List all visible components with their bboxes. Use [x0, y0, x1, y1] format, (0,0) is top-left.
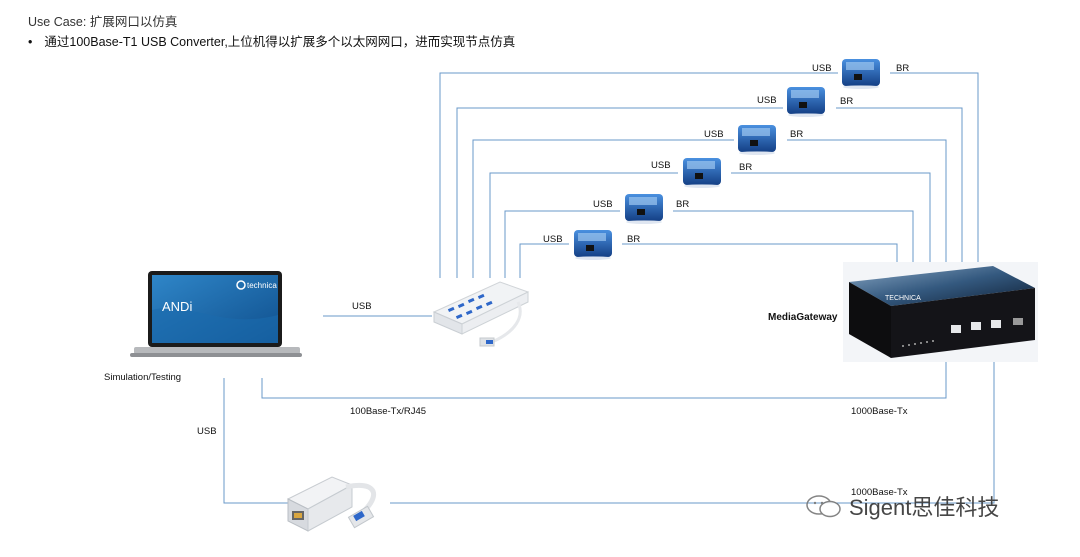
- gateway-1000-label: 1000Base-Tx: [851, 406, 908, 417]
- adapter-1000-label: 1000Base-Tx: [851, 487, 908, 498]
- line-usb-3: [472, 139, 734, 278]
- line-usb-6: [519, 243, 569, 278]
- br-label-4: BR: [739, 162, 753, 173]
- br-label-1: BR: [896, 63, 910, 74]
- laptop-screen-text: ANDi: [162, 299, 193, 314]
- line-left-usb: [223, 378, 290, 504]
- usb-hub-image: [432, 281, 530, 347]
- usb-label-6: USB: [543, 234, 563, 245]
- media-gateway-image: [843, 262, 1038, 362]
- use-case-bullet: •通过100Base-T1 USB Converter,上位机得以扩展多个以太网…: [28, 35, 516, 49]
- converter-6: [574, 230, 612, 260]
- page-title: Use Case: 扩展网口以仿真: [28, 15, 178, 29]
- line-usb-1: [439, 72, 838, 278]
- line-br-5: [673, 210, 914, 262]
- watermark-text: Sigent思佳科技: [849, 495, 1000, 520]
- converter-3: [738, 125, 776, 155]
- laptop-brand: technica: [247, 281, 277, 290]
- usb-ethernet-adapter-image: [286, 476, 377, 532]
- gateway-brand: TECHNICA: [885, 295, 921, 302]
- line-usb-4: [489, 172, 678, 278]
- line-br-1: [890, 72, 979, 262]
- usb-label-1: USB: [812, 63, 832, 74]
- watermark: Sigent思佳科技: [805, 490, 999, 522]
- converter-4: [683, 158, 721, 188]
- media-gateway-label: MediaGateway: [768, 312, 838, 323]
- line-br-4: [731, 172, 931, 262]
- bullet-text: 通过100Base-T1 USB Converter,上位机得以扩展多个以太网网…: [44, 35, 516, 49]
- line-br-2: [836, 107, 963, 262]
- converter-1: [842, 59, 880, 89]
- converter-5: [625, 194, 663, 224]
- chat-bubble-icon: [806, 495, 841, 518]
- line-usb-2: [456, 107, 783, 278]
- br-label-5: BR: [676, 199, 690, 210]
- br-label-3: BR: [790, 129, 804, 140]
- usb-label-5: USB: [593, 199, 613, 210]
- left-usb-label: USB: [197, 426, 217, 437]
- usb-label-3: USB: [704, 129, 724, 140]
- laptop-image: [130, 271, 302, 357]
- sim-testing-label: Simulation/Testing: [104, 372, 182, 383]
- line-adapter-gateway: [390, 362, 995, 504]
- br-label-2: BR: [840, 96, 854, 107]
- line-br-6: [622, 243, 898, 262]
- rj45-label: 100Base-Tx/RJ45: [350, 406, 427, 417]
- usb-label-2: USB: [757, 95, 777, 106]
- line-usb-5: [504, 210, 620, 278]
- line-rj45: [261, 362, 947, 399]
- converter-2: [787, 87, 825, 117]
- hub-usb-label: USB: [352, 301, 372, 312]
- line-br-3: [787, 139, 947, 262]
- br-label-6: BR: [627, 234, 641, 245]
- usb-label-4: USB: [651, 160, 671, 171]
